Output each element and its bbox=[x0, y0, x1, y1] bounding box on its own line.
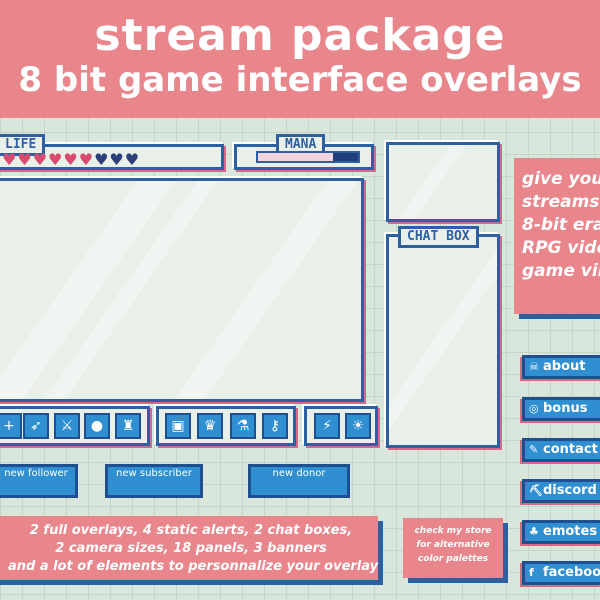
features-line: 2 camera sizes, 18 panels, 3 banners bbox=[55, 541, 327, 556]
panel-label: facebook bbox=[543, 565, 600, 580]
panel-button-bonus[interactable]: ◎ bonus bbox=[522, 397, 600, 421]
alert-new-subscriber[interactable]: new subscriber bbox=[105, 464, 203, 498]
hearts-empty: ♥♥♥ bbox=[94, 150, 141, 169]
panel-label: discord bbox=[543, 483, 597, 498]
key-icon[interactable]: ⚷ bbox=[262, 413, 288, 439]
store-note-line: color palettes bbox=[417, 554, 489, 564]
hearts-filled: ♥♥♥♥♥♥ bbox=[2, 150, 95, 169]
life-label: LIFE bbox=[0, 134, 46, 156]
promo-line: give your bbox=[522, 169, 600, 189]
facebook-icon: f bbox=[529, 566, 534, 579]
potion-icon[interactable]: ● bbox=[84, 413, 110, 439]
features-line: and a lot of elements to personnalize yo… bbox=[8, 559, 379, 574]
feather-icon: ✎ bbox=[529, 443, 539, 456]
panel-label: emotes bbox=[543, 524, 598, 539]
glass-reflection bbox=[0, 181, 176, 399]
features-box: 2 full overlays, 4 static alerts, 2 chat… bbox=[0, 516, 378, 580]
promo-line: 8-bit era bbox=[522, 215, 600, 235]
page-title: stream package bbox=[94, 10, 506, 61]
alert-new-follower[interactable]: new follower bbox=[0, 464, 78, 498]
panel-button-contact[interactable]: ✎ contact bbox=[522, 438, 600, 462]
coins-icon: ◎ bbox=[529, 402, 539, 415]
chat-box-label: CHAT BOX bbox=[398, 226, 479, 248]
panel-label: about bbox=[543, 359, 586, 374]
skull-shield-icon[interactable]: ▣ bbox=[165, 413, 191, 439]
promo-line: game vibe bbox=[522, 261, 600, 281]
panel-label: contact bbox=[543, 442, 598, 457]
panel-button-facebook[interactable]: f facebook bbox=[522, 561, 600, 585]
glass-reflection bbox=[389, 145, 467, 219]
panel-button-emotes[interactable]: ♣ emotes bbox=[522, 520, 600, 544]
main-screen-frame bbox=[0, 178, 364, 402]
store-note-box: check my store for alternative color pal… bbox=[403, 518, 503, 578]
lightning-icon[interactable]: ⚡ bbox=[314, 413, 340, 439]
store-note-line: for alternative bbox=[416, 540, 490, 550]
features-line: 2 full overlays, 4 static alerts, 2 chat… bbox=[29, 523, 353, 538]
promo-line: streams bbox=[522, 192, 600, 212]
bow-icon[interactable]: ➶ bbox=[23, 413, 49, 439]
mana-bar bbox=[256, 151, 360, 163]
promo-box: give your streams 8-bit era RPG video ga… bbox=[514, 158, 600, 314]
flask-icon[interactable]: ⚗ bbox=[230, 413, 256, 439]
camera-frame bbox=[386, 142, 500, 222]
panel-button-discord[interactable]: ⛏discord bbox=[522, 479, 600, 503]
page-subtitle: 8 bit game interface overlays bbox=[18, 60, 582, 100]
promo-line: RPG video bbox=[522, 238, 600, 258]
skull-icon: ☠ bbox=[529, 360, 539, 373]
glass-reflection bbox=[166, 181, 358, 399]
axe-icon[interactable]: ⚔ bbox=[54, 413, 80, 439]
chat-box-frame bbox=[386, 234, 500, 448]
mushroom-icon: ♣ bbox=[529, 525, 539, 538]
mana-fill bbox=[258, 153, 333, 161]
life-hearts: ♥♥♥♥♥♥♥♥♥ bbox=[2, 150, 140, 169]
panel-button-about[interactable]: ☠ about bbox=[522, 355, 600, 379]
glass-reflection bbox=[389, 237, 497, 445]
pickaxe-icon: ⛏ bbox=[529, 484, 543, 497]
fire-icon[interactable]: ☀ bbox=[345, 413, 371, 439]
armor-icon[interactable]: ♛ bbox=[197, 413, 223, 439]
alert-new-donor[interactable]: new donor bbox=[248, 464, 350, 498]
header-banner: stream package 8 bit game interface over… bbox=[0, 0, 600, 118]
store-note-line: check my store bbox=[414, 526, 492, 536]
lantern-icon[interactable]: ♜ bbox=[115, 413, 141, 439]
plus-icon[interactable]: + bbox=[0, 413, 22, 439]
panel-label: bonus bbox=[543, 401, 588, 416]
